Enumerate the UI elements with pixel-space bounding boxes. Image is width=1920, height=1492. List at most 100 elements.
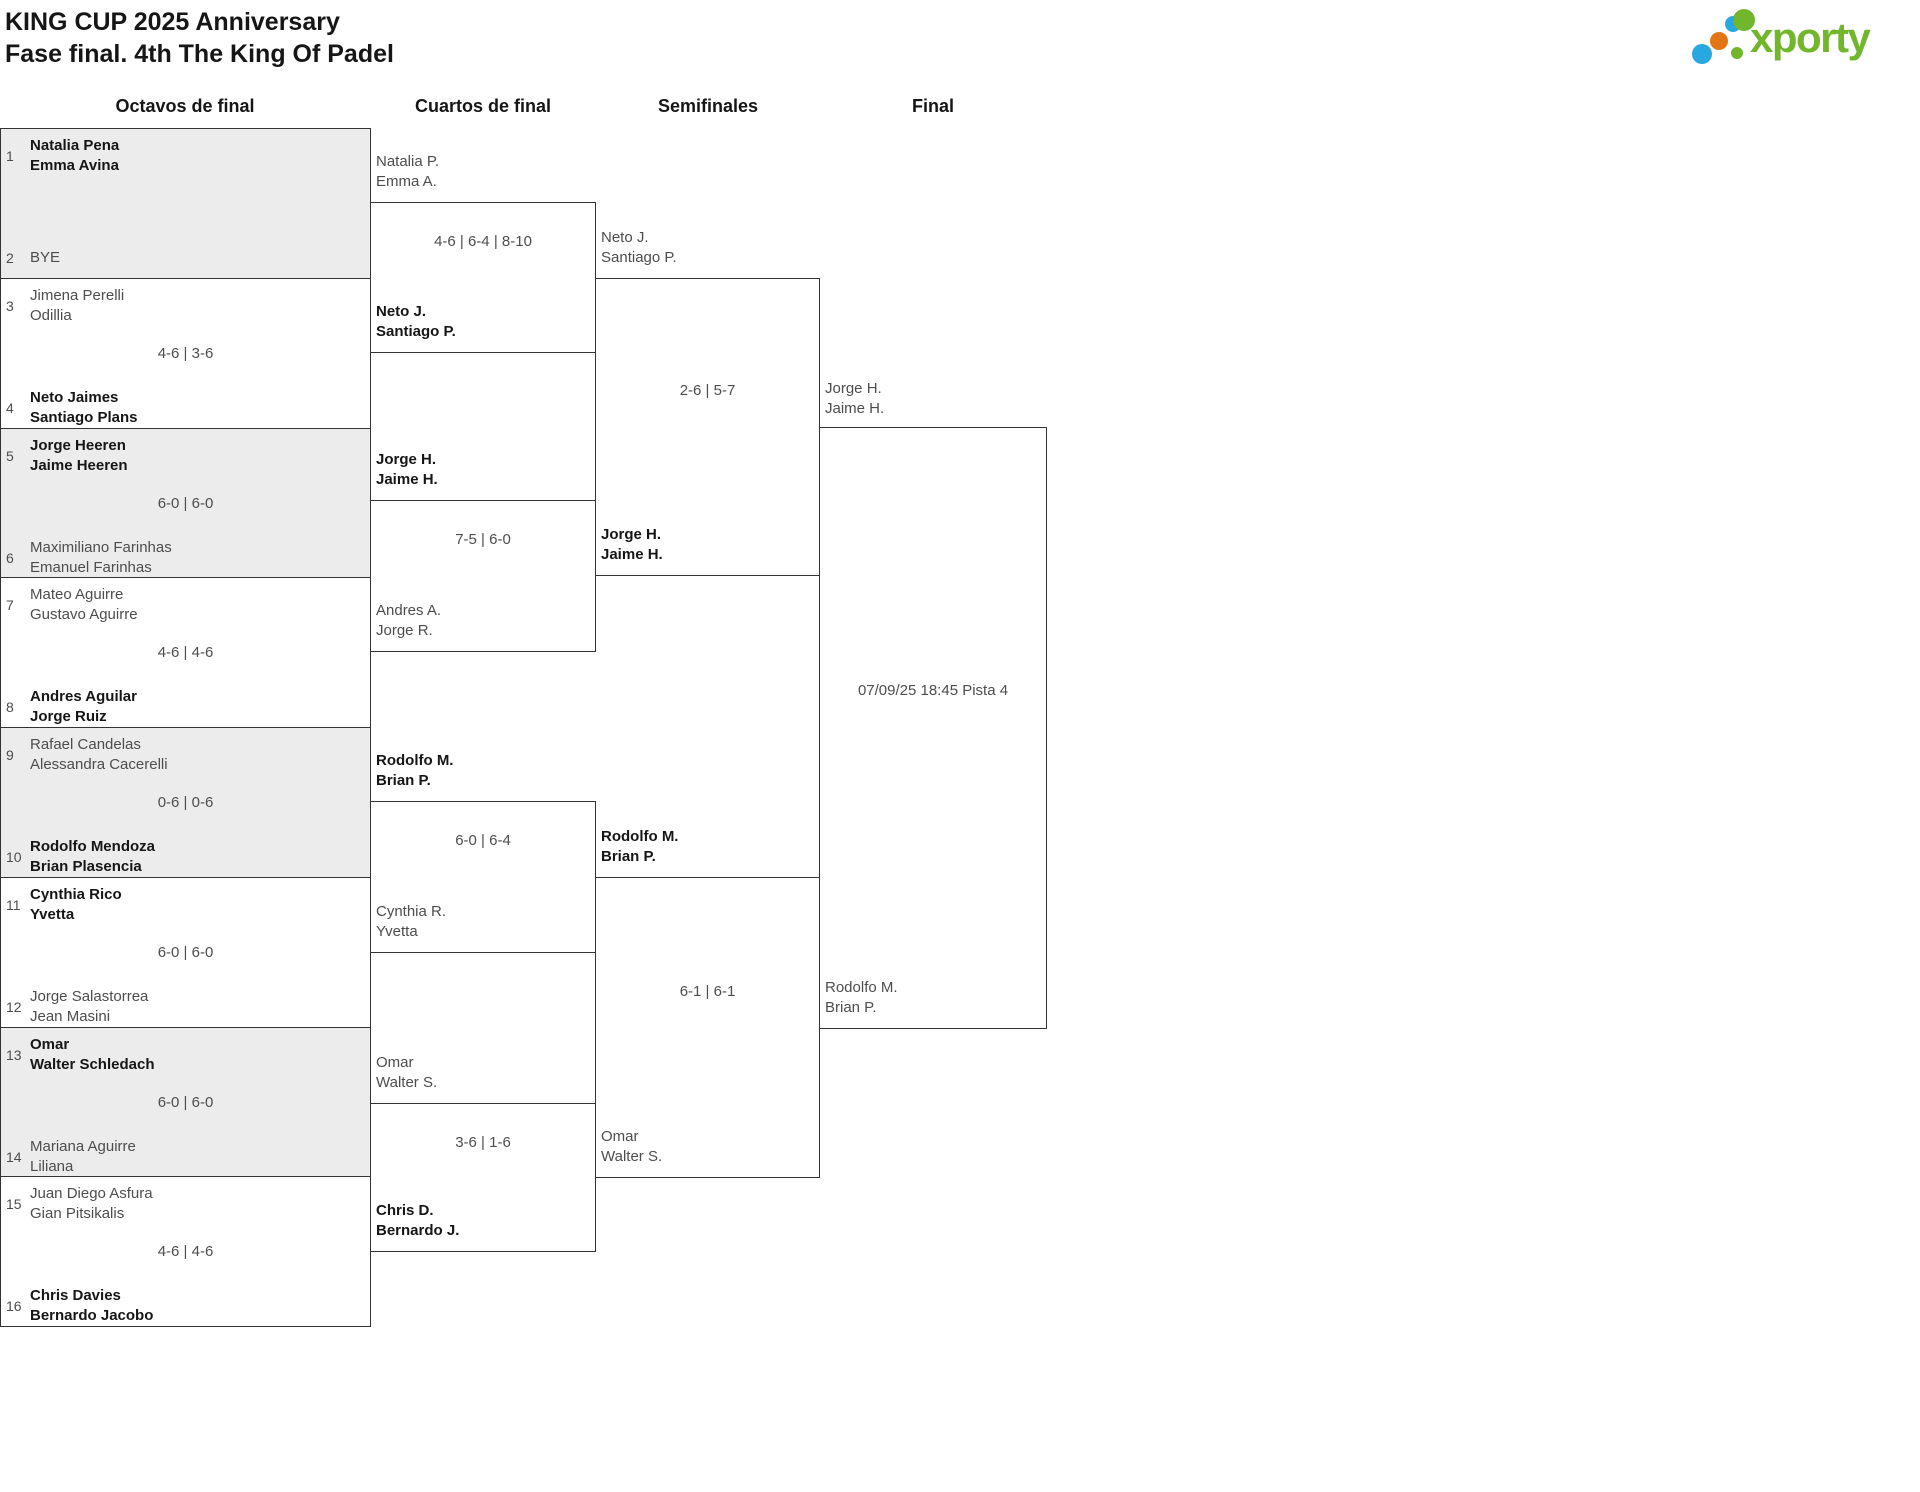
- xporty-logo[interactable]: xporty: [1692, 2, 1918, 66]
- advancing-team: Neto J.Santiago P.: [376, 302, 592, 342]
- team-name: Yvetta: [30, 906, 75, 923]
- advancing-team: Jorge H. Jaime H.: [376, 450, 592, 490]
- seed-number: 4: [6, 400, 14, 416]
- team-name: Bernardo Jacobo: [30, 1307, 154, 1324]
- team-name: Omar: [30, 1036, 70, 1053]
- team-name: Jorge Salastorrea: [30, 988, 149, 1005]
- team-name: Natalia P.: [376, 153, 440, 170]
- team-name: Jaime H.: [601, 546, 663, 563]
- team-name: Omar: [601, 1128, 639, 1145]
- team-name: Cynthia Rico: [30, 886, 122, 903]
- octavos-match-2: [0, 278, 371, 429]
- advancing-team: Jorge H.Jaime H.: [601, 525, 816, 565]
- advancing-team: Natalia P. Emma A.: [376, 152, 592, 192]
- seed-number: 2: [6, 250, 14, 266]
- team-name: Santiago P.: [601, 249, 677, 266]
- logo-dot-orange: [1710, 32, 1728, 50]
- team-name: Neto J.: [601, 229, 649, 246]
- match-schedule: 07/09/25 18:45 Pista 4: [857, 682, 1009, 699]
- team-name: Jorge Heeren: [30, 437, 126, 454]
- team-name: Jaime Heeren: [30, 457, 128, 474]
- match-score: 6-0 | 6-0: [157, 944, 214, 961]
- seed-number: 9: [6, 747, 14, 763]
- seed-number: 7: [6, 597, 14, 613]
- team-name: Jorge R.: [376, 622, 433, 639]
- advancing-team: Andres A. Jorge R.: [376, 601, 592, 641]
- team-name: Emma Avina: [30, 157, 119, 174]
- seed-number: 11: [6, 897, 21, 913]
- team-name: Chris Davies: [30, 1287, 121, 1304]
- logo-dot-green-small: [1731, 47, 1743, 59]
- round-header-final: Final: [911, 96, 954, 116]
- seed-number: 5: [6, 448, 14, 464]
- round-header-cuartos: Cuartos de final: [414, 96, 552, 116]
- finalist-team: Jorge H.Jaime H.: [825, 379, 1043, 419]
- match-score: 7-5 | 6-0: [455, 531, 511, 548]
- seed-number: 6: [6, 550, 14, 566]
- team-name: Bernardo J.: [376, 1222, 460, 1239]
- advancing-team: Cynthia R.Yvetta: [376, 902, 592, 942]
- team-name: Maximiliano Farinhas: [30, 539, 172, 556]
- seed-number: 15: [6, 1196, 22, 1212]
- match-score: 4-6 | 6-4 | 8-10: [434, 233, 532, 250]
- octavos-match-5: [0, 727, 371, 878]
- team-name: Andres A.: [376, 602, 442, 619]
- team-name: Jimena Perelli: [30, 287, 125, 304]
- seed-number: 16: [6, 1298, 22, 1314]
- advancing-team: Rodolfo M.Brian P.: [601, 827, 816, 867]
- team-name: Walter S.: [376, 1074, 438, 1091]
- advancing-team: Rodolfo M. Brian P.: [376, 751, 592, 791]
- final-match: [819, 427, 1047, 1029]
- team-name: Natalia Pena: [30, 137, 120, 154]
- team-name: Brian Plasencia: [30, 858, 142, 875]
- team-name: Gustavo Aguirre: [30, 606, 138, 623]
- octavos-match-7: [0, 1027, 371, 1177]
- cuartos-match-2: [370, 500, 596, 652]
- round-header-semifinales: Semifinales: [657, 96, 759, 116]
- octavos-match-8: [0, 1176, 371, 1327]
- match-score: 0-6 | 0-6: [157, 794, 214, 811]
- stage-title: Fase final. 4th The King Of Padel: [5, 40, 394, 68]
- logo-dot-blue-large: [1692, 44, 1712, 64]
- team-name: Rodolfo M.: [376, 752, 454, 769]
- team-name: Mariana Aguirre: [30, 1138, 136, 1155]
- seed-number: 3: [6, 298, 14, 314]
- team-name: Emma A.: [376, 173, 437, 190]
- team-name: Chris D.: [376, 1202, 434, 1219]
- team-name: Gian Pitsikalis: [30, 1205, 125, 1222]
- seed-number: 8: [6, 699, 14, 715]
- cuartos-match-1: [370, 202, 596, 353]
- team-name: Jorge H.: [376, 451, 437, 468]
- seed-number: 14: [6, 1149, 22, 1165]
- match-score: 6-0 | 6-0: [157, 495, 214, 512]
- team-name: Juan Diego Asfura: [30, 1185, 153, 1202]
- logo-wordmark: xporty: [1750, 14, 1871, 61]
- team-name: Mateo Aguirre: [30, 586, 124, 603]
- tournament-title: KING CUP 2025 Anniversary: [5, 8, 340, 36]
- octavos-match-6: [0, 877, 371, 1028]
- team-name: Emanuel Farinhas: [30, 559, 152, 576]
- team-name: Rafael Candelas: [30, 736, 141, 753]
- team-name: Brian P.: [376, 772, 431, 789]
- team-name: Jaime H.: [376, 471, 438, 488]
- match-score: 4-6 | 4-6: [157, 1243, 214, 1260]
- octavos-match-1: [0, 128, 371, 279]
- team-name: Rodolfo M.: [601, 828, 679, 845]
- team-name: Walter S.: [601, 1148, 663, 1165]
- team-name: Brian P.: [825, 999, 877, 1016]
- team-name: Cynthia R.: [376, 903, 447, 920]
- team-name: Jean Masini: [30, 1008, 111, 1025]
- team-name: Jorge H.: [825, 380, 882, 397]
- match-score: 6-0 | 6-4: [455, 832, 511, 849]
- team-name: Jorge Ruiz: [30, 708, 107, 725]
